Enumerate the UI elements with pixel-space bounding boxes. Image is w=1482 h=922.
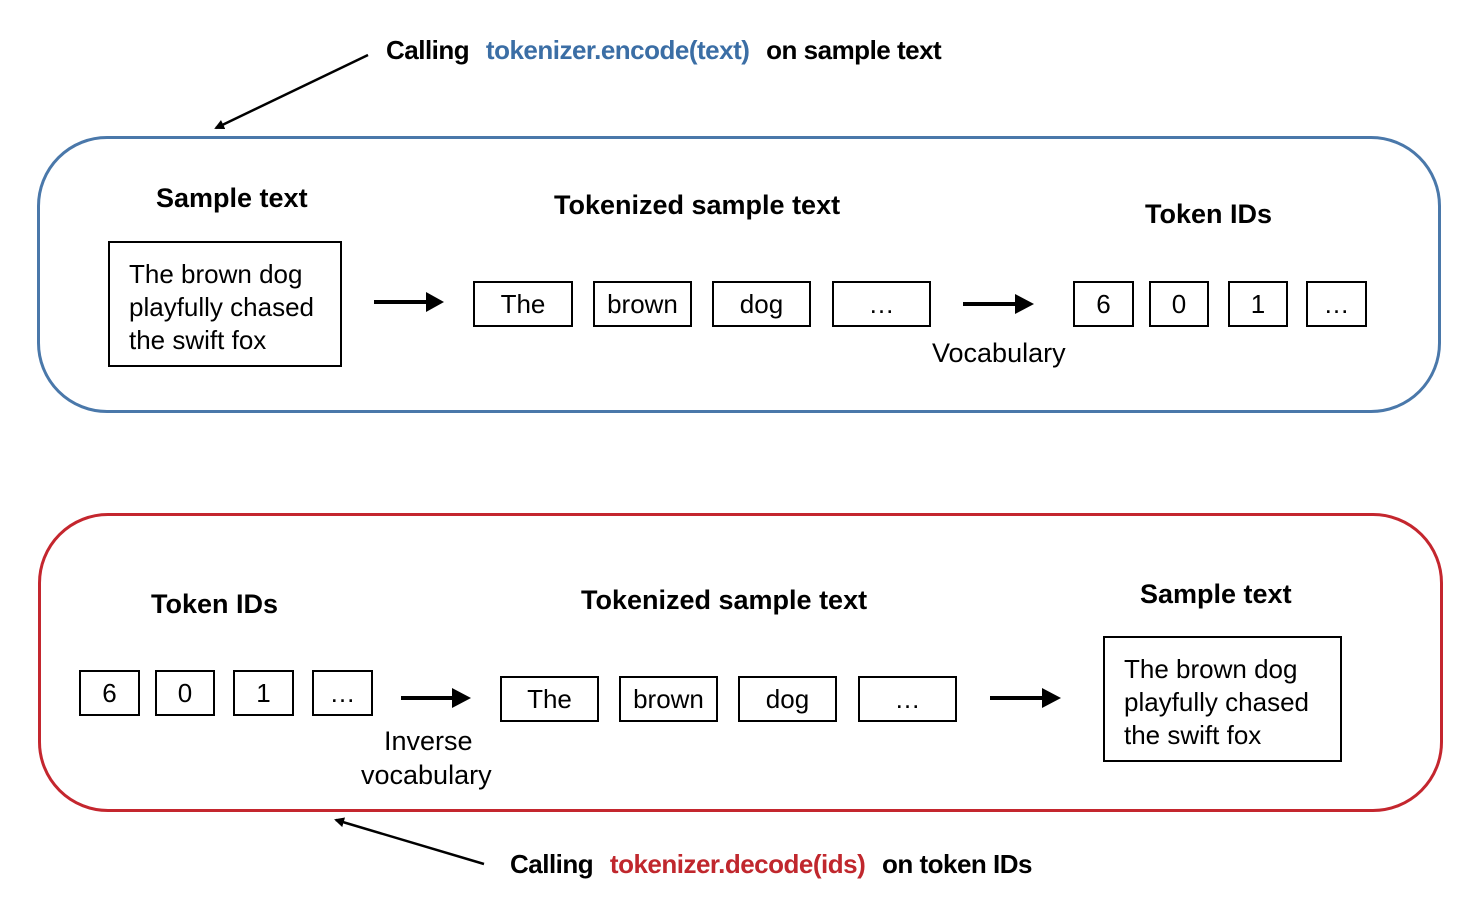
- decode-token-box: brown: [619, 676, 718, 722]
- decode-sample-line-2: playfully chased: [1124, 687, 1309, 717]
- encode-token-box: brown: [593, 281, 692, 327]
- decode-inverse-label-line-2: vocabulary: [361, 760, 492, 790]
- encode-arrow-1: [374, 292, 444, 312]
- encode-caption-prefix: Calling: [386, 35, 470, 65]
- decode-caption-code: tokenizer.decode(ids): [609, 849, 866, 879]
- encode-sample-line-1: The brown dog: [129, 259, 303, 289]
- encode-ids-heading: Token IDs: [1145, 199, 1273, 229]
- encode-caption: Calling tokenizer.encode(text) on sample…: [386, 35, 942, 66]
- encode-id-box: …: [1306, 281, 1367, 327]
- decode-sample-line-1: The brown dog: [1124, 654, 1298, 684]
- decode-sample-line-3: the swift fox: [1124, 720, 1262, 750]
- encode-id-box: 6: [1073, 281, 1134, 327]
- decode-arrow-2: [990, 688, 1061, 708]
- decode-arrow-1: [401, 688, 471, 708]
- decode-inverse-label-line-1: Inverse: [384, 726, 473, 756]
- decode-caption-prefix: Calling: [510, 849, 594, 879]
- encode-token-box: …: [832, 281, 931, 327]
- decode-id-box: 6: [79, 670, 140, 716]
- encode-token-box: The: [473, 281, 573, 327]
- decode-token-box: …: [858, 676, 957, 722]
- decode-id-box: 1: [233, 670, 294, 716]
- encode-panel: [37, 136, 1441, 413]
- encode-arrow-2: [963, 294, 1034, 314]
- encode-caption-code: tokenizer.encode(text): [485, 35, 750, 65]
- encode-sample-textbox: The brown dog playfully chased the swift…: [108, 241, 342, 367]
- decode-sample-heading: Sample text: [1140, 579, 1292, 609]
- decode-tokenized-heading: Tokenized sample text: [581, 585, 868, 615]
- decode-token-box: dog: [738, 676, 837, 722]
- encode-sample-heading: Sample text: [156, 183, 308, 213]
- encode-token-box: dog: [712, 281, 811, 327]
- encode-id-box: 0: [1149, 281, 1209, 327]
- decode-caption: Calling tokenizer.decode(ids) on token I…: [510, 849, 1033, 880]
- encode-sample-line-2: playfully chased: [129, 292, 314, 322]
- encode-id-box: 1: [1228, 281, 1288, 327]
- encode-caption-suffix: on sample text: [766, 35, 942, 65]
- decode-caption-suffix: on token IDs: [881, 849, 1033, 879]
- decode-panel: [38, 513, 1443, 812]
- decode-id-box: 0: [155, 670, 215, 716]
- decode-caption-pointer-arrow: [334, 817, 485, 866]
- decode-ids-heading: Token IDs: [151, 589, 279, 619]
- encode-sample-line-3: the swift fox: [129, 325, 267, 355]
- encode-caption-pointer-arrow: [214, 53, 369, 130]
- encode-vocabulary-label: Vocabulary: [932, 338, 1066, 368]
- decode-token-box: The: [500, 676, 599, 722]
- encode-tokenized-heading: Tokenized sample text: [554, 190, 841, 220]
- decode-id-box: …: [312, 670, 373, 716]
- decode-sample-textbox: The brown dog playfully chased the swift…: [1103, 636, 1342, 762]
